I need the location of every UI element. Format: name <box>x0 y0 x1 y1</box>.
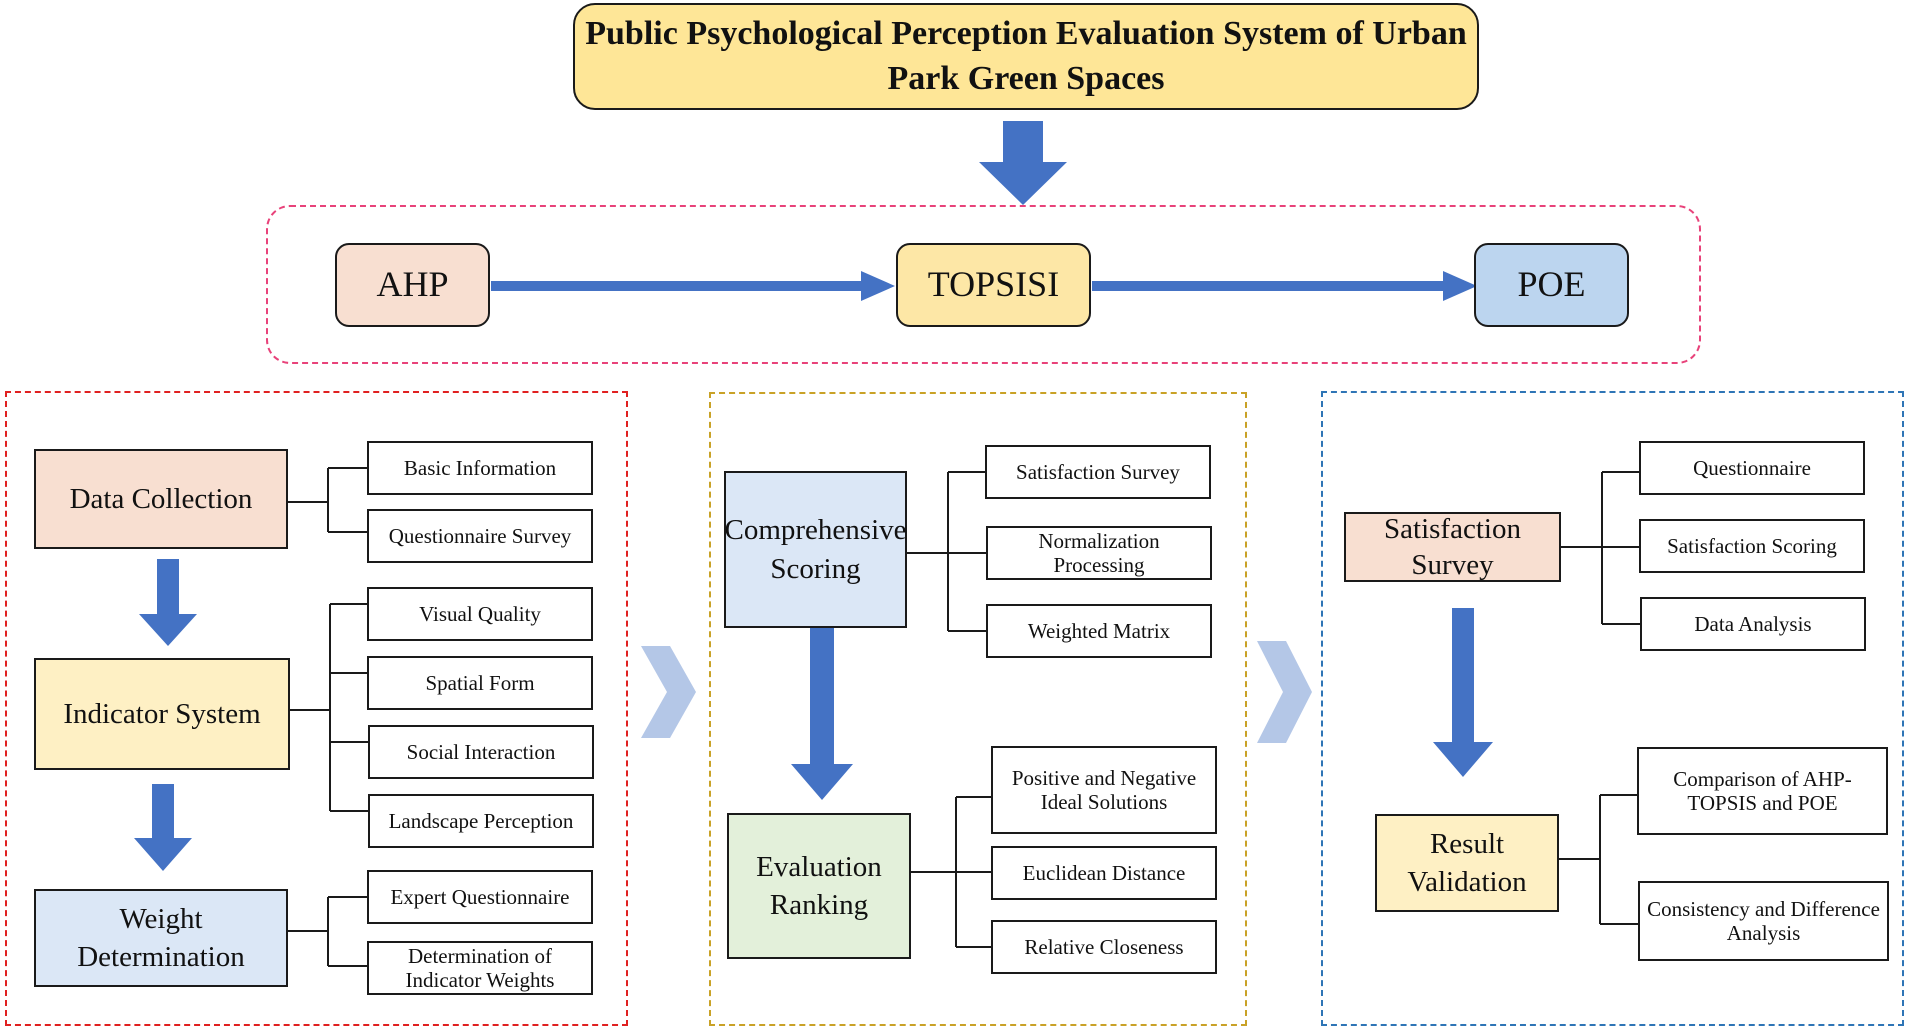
leaf-normalization-processing: Normalization Processing <box>986 526 1212 580</box>
down-arrow-icon <box>134 784 192 871</box>
connector-comprehensive-scoring <box>907 471 986 632</box>
poe-panel <box>1321 391 1904 1026</box>
diagram-title-box: Public Psychological Perception Evaluati… <box>573 3 1479 110</box>
chevron-right-icon <box>641 646 696 738</box>
diagram-title: Public Psychological Perception Evaluati… <box>585 15 1467 97</box>
connector-satisfaction-survey <box>1561 471 1640 625</box>
down-arrow-icon <box>979 121 1067 205</box>
down-arrow-icon <box>1433 608 1493 777</box>
weight-determination-label: Weight Determination <box>77 902 245 973</box>
connector-evaluation-ranking <box>911 796 992 948</box>
leaf-determination-of-indicator-weights: Determination of Indicator Weights <box>367 941 593 995</box>
chevron-right-icon <box>1257 641 1312 743</box>
evaluation-ranking-label: Evaluation Ranking <box>756 850 882 921</box>
leaf-comparison-ahp-topsis-poe: Comparison of AHP-TOPSIS and POE <box>1637 747 1888 835</box>
result-validation-box: Result Validation <box>1375 814 1559 912</box>
leaf-weighted-matrix: Weighted Matrix <box>986 604 1212 658</box>
result-validation-label: Result Validation <box>1407 827 1527 898</box>
ahp-label: AHP <box>376 264 449 305</box>
indicator-system-label: Indicator System <box>63 697 261 730</box>
satisfaction-survey-label: Satisfaction Survey <box>1384 512 1521 581</box>
down-arrow-icon <box>139 559 197 646</box>
leaf-satisfaction-survey-mid: Satisfaction Survey <box>985 445 1211 499</box>
poe-label: POE <box>1517 264 1586 305</box>
leaf-expert-questionnaire: Expert Questionnaire <box>367 870 593 924</box>
comprehensive-scoring-label: Comprehensive Scoring <box>724 514 907 585</box>
topsis-label: TOPSISI <box>927 264 1060 305</box>
ahp-box: AHP <box>335 243 490 327</box>
topsis-box: TOPSISI <box>896 243 1091 327</box>
data-collection-box: Data Collection <box>34 449 288 549</box>
indicator-system-box: Indicator System <box>34 658 290 770</box>
leaf-euclidean-distance: Euclidean Distance <box>991 846 1217 900</box>
connector-indicator-system <box>290 603 368 812</box>
data-collection-label: Data Collection <box>69 482 253 515</box>
leaf-consistency-difference-analysis: Consistency and Difference Analysis <box>1638 881 1889 961</box>
connector-weight-determination <box>288 896 368 967</box>
leaf-data-analysis: Data Analysis <box>1640 597 1866 651</box>
right-arrow-icon <box>1092 271 1477 301</box>
evaluation-ranking-box: Evaluation Ranking <box>727 813 911 959</box>
connector-data-collection <box>288 467 368 533</box>
down-arrow-icon <box>791 628 853 800</box>
comprehensive-scoring-box: Comprehensive Scoring <box>724 471 907 628</box>
leaf-relative-closeness: Relative Closeness <box>991 920 1217 974</box>
leaf-visual-quality: Visual Quality <box>367 587 593 641</box>
poe-box: POE <box>1474 243 1629 327</box>
topsis-panel <box>709 392 1247 1026</box>
leaf-questionnaire: Questionnaire <box>1639 441 1865 495</box>
leaf-landscape-perception: Landscape Perception <box>368 794 594 848</box>
leaf-satisfaction-scoring: Satisfaction Scoring <box>1639 519 1865 573</box>
leaf-spatial-form: Spatial Form <box>367 656 593 710</box>
leaf-positive-negative-ideal-solutions: Positive and Negative Ideal Solutions <box>991 746 1217 834</box>
leaf-social-interaction: Social Interaction <box>368 725 594 779</box>
satisfaction-survey-box: Satisfaction Survey <box>1344 512 1561 582</box>
ahp-panel <box>5 391 628 1026</box>
right-arrow-icon <box>491 271 895 301</box>
connector-result-validation <box>1559 794 1638 925</box>
leaf-basic-information: Basic Information <box>367 441 593 495</box>
weight-determination-box: Weight Determination <box>34 889 288 987</box>
methods-region <box>266 205 1701 364</box>
leaf-questionnaire-survey: Questionnaire Survey <box>367 509 593 563</box>
